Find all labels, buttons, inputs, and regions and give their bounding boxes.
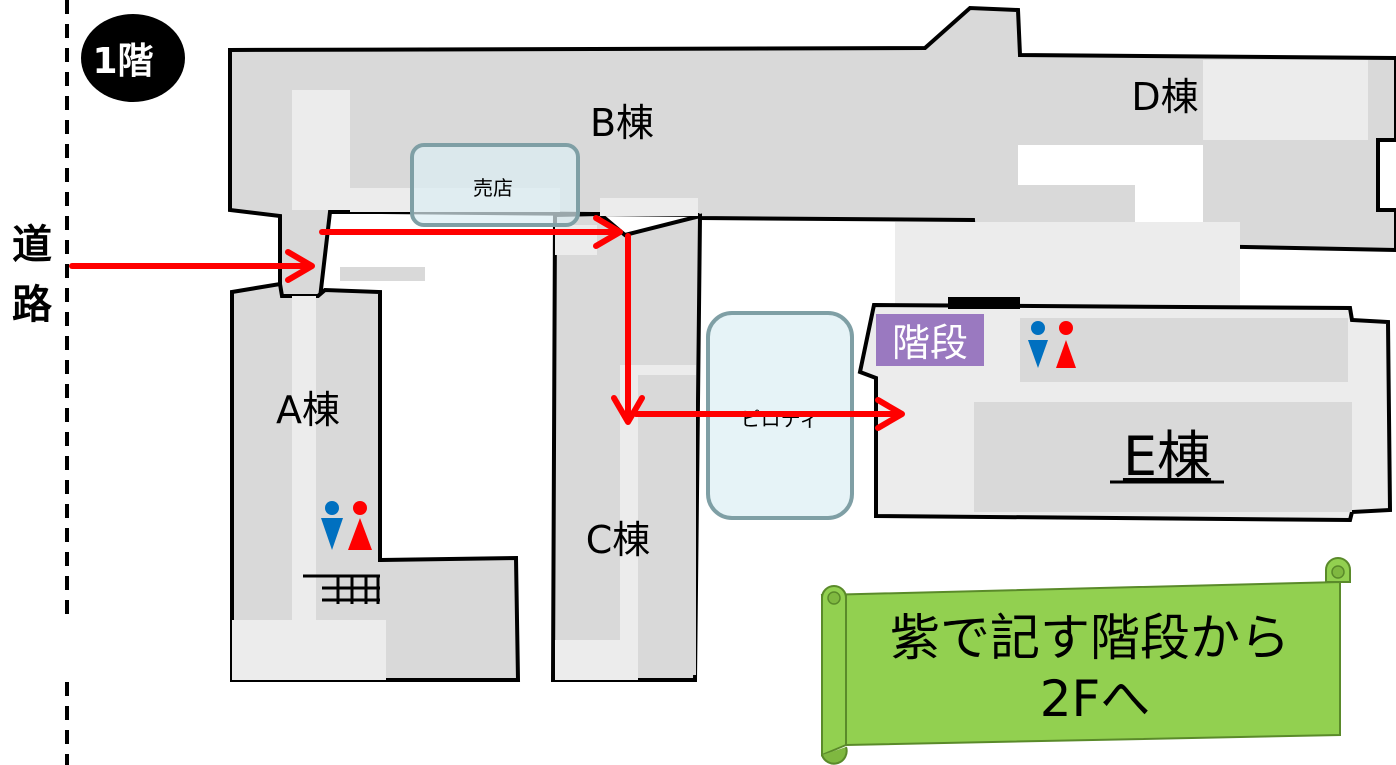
banner-line-2: 2Fへ <box>1040 670 1151 728</box>
building-d-label: D棟 <box>1131 75 1198 119</box>
building-e-label: E棟 <box>1123 425 1211 488</box>
stairs-highlight: 階段 <box>876 314 984 366</box>
building-b-label: B棟 <box>590 101 654 145</box>
scroll-banner: 紫で記す階段から 2Fへ <box>820 557 1351 765</box>
building-c-label: C棟 <box>586 518 651 562</box>
stairs-label: 階段 <box>892 321 968 365</box>
building-a-label: A棟 <box>276 388 340 432</box>
road-label-1: 道 <box>12 222 52 268</box>
courtyard-area <box>895 222 1240 305</box>
road-label-2: 路 <box>12 282 53 328</box>
shop-label: 売店 <box>473 176 513 200</box>
route-arrow <box>69 215 905 431</box>
floor-badge: 1階 <box>81 14 185 102</box>
building-a <box>230 267 521 682</box>
restroom-icon <box>1028 321 1076 368</box>
piloti-label: ピロティ <box>741 407 820 431</box>
stairs-icon <box>303 574 380 604</box>
building-e <box>857 297 1393 523</box>
shop: 売店 <box>410 143 580 227</box>
banner-line-1: 紫で記す階段から <box>890 609 1290 667</box>
restroom-icon <box>321 501 372 550</box>
floor-badge-label: 1階 <box>92 41 153 82</box>
